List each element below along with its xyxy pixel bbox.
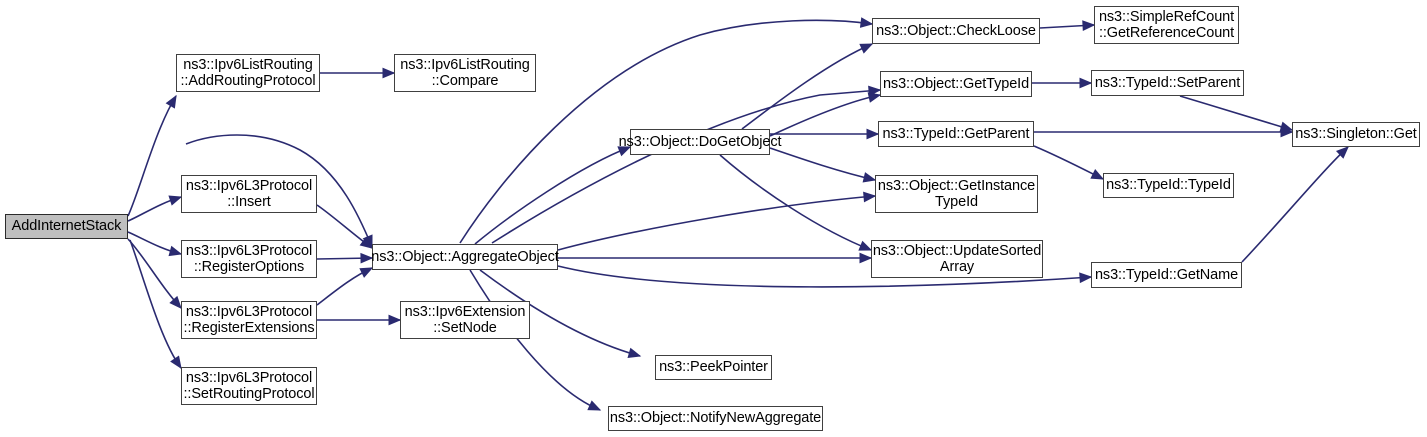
call-edge (1241, 146, 1349, 263)
call-edge-arrowhead (1279, 121, 1294, 132)
graph-node-getinstancetypeid[interactable]: ns3::Object::GetInstance TypeId (875, 175, 1038, 213)
call-edge-arrowhead (859, 17, 874, 28)
graph-node-label: ns3::Ipv6ListRouting ::Compare (400, 56, 530, 89)
graph-node-peekpointer[interactable]: ns3::PeekPointer (655, 355, 772, 380)
call-edge (185, 134, 373, 248)
call-edge-arrowhead (859, 252, 873, 264)
graph-node-label: ns3::Singleton::Get (1295, 126, 1417, 143)
graph-node-label: ns3::Object::CheckLoose (876, 22, 1036, 39)
graph-node-label: ns3::Object::GetTypeId (882, 75, 1030, 92)
call-edge-arrowhead (587, 400, 602, 411)
graph-node-notifynewaggregate[interactable]: ns3::Object::NotifyNewAggregate (608, 406, 823, 431)
call-edge-arrowhead (170, 355, 182, 370)
graph-node-label: ns3::Object::UpdateSorted Array (872, 242, 1042, 275)
call-edge-arrowhead (1335, 146, 1349, 159)
call-edge-arrowhead (617, 146, 632, 157)
graph-node-label: ns3::TypeId::SetParent (1094, 74, 1241, 91)
call-edge (459, 19, 873, 244)
graph-node-label: ns3::Ipv6Extension ::SetNode (404, 303, 526, 336)
call-edge-arrowhead (867, 92, 882, 103)
graph-node-label: ns3::Object::AggregateObject (371, 248, 559, 265)
graph-node-label: ns3::TypeId::TypeId (1106, 177, 1231, 194)
graph-node-registeroptions[interactable]: ns3::Ipv6L3Protocol ::RegisterOptions (181, 240, 317, 278)
call-edge (769, 147, 876, 181)
graph-node-getreferencecount[interactable]: ns3::SimpleRefCount ::GetReferenceCount (1094, 6, 1239, 44)
call-edge (491, 89, 881, 244)
graph-node-setnode[interactable]: ns3::Ipv6Extension ::SetNode (400, 301, 530, 339)
graph-node-singletonget[interactable]: ns3::Singleton::Get (1292, 122, 1420, 147)
graph-node-label: ns3::Object::DoGetObject (618, 133, 782, 150)
graph-node-label: ns3::Object::NotifyNewAggregate (609, 410, 822, 427)
graph-node-label: ns3::Ipv6ListRouting ::AddRoutingProtoco… (180, 56, 316, 89)
call-edge (557, 265, 1092, 288)
graph-node-compare[interactable]: ns3::Ipv6ListRouting ::Compare (394, 54, 536, 92)
graph-node-updatesortedarray[interactable]: ns3::Object::UpdateSorted Array (871, 240, 1043, 278)
call-edge-arrowhead (359, 267, 374, 278)
graph-node-addinternetstack[interactable]: AddInternetStack (5, 214, 128, 239)
graph-node-registerextensions[interactable]: ns3::Ipv6L3Protocol ::RegisterExtensions (181, 301, 317, 339)
call-edge (1179, 95, 1293, 131)
call-edge (741, 43, 873, 130)
call-edge-arrowhead (360, 252, 374, 264)
call-edge-arrowhead (169, 295, 182, 309)
graph-node-dogetobject[interactable]: ns3::Object::DoGetObject (619, 129, 782, 155)
graph-node-label: ns3::Ipv6L3Protocol ::SetRoutingProtocol (183, 369, 315, 402)
call-edge (719, 154, 872, 251)
call-edge-arrowhead (168, 195, 183, 206)
call-edge-arrowhead (862, 172, 877, 183)
graph-node-setparent[interactable]: ns3::TypeId::SetParent (1091, 70, 1244, 96)
call-edge-arrowhead (1082, 20, 1096, 31)
graph-node-getparent[interactable]: ns3::TypeId::GetParent (878, 121, 1034, 147)
call-edge-arrowhead (1090, 169, 1105, 180)
graph-node-setroutingprotocol[interactable]: ns3::Ipv6L3Protocol ::SetRoutingProtocol (181, 367, 317, 405)
call-edge-arrowhead (1079, 77, 1093, 89)
graph-node-label: ns3::Ipv6L3Protocol ::RegisterExtensions (183, 303, 315, 336)
graph-node-label: ns3::Object::GetInstance TypeId (877, 177, 1036, 210)
call-edge-arrowhead (1079, 272, 1093, 284)
graph-node-label: ns3::TypeId::GetParent (882, 125, 1030, 142)
call-edge-arrowhead (627, 347, 642, 359)
call-edge-arrowhead (866, 128, 880, 140)
call-edge-arrowhead (359, 236, 374, 249)
graph-node-insert[interactable]: ns3::Ipv6L3Protocol ::Insert (181, 175, 317, 213)
call-edge (474, 146, 631, 245)
call-edge-arrowhead (382, 67, 396, 79)
graph-node-label: ns3::TypeId::GetName (1094, 266, 1239, 283)
graph-node-label: ns3::Ipv6L3Protocol ::RegisterOptions (185, 242, 313, 275)
call-edge (469, 269, 601, 411)
graph-node-gettypeid[interactable]: ns3::Object::GetTypeId (880, 71, 1032, 97)
call-edge (769, 94, 881, 137)
call-edge-arrowhead (388, 314, 402, 326)
graph-node-addroutingprotocol[interactable]: ns3::Ipv6ListRouting ::AddRoutingProtoco… (176, 54, 320, 92)
graph-node-label: ns3::PeekPointer (659, 359, 768, 376)
graph-node-label: AddInternetStack (11, 218, 122, 235)
call-edge-arrowhead (863, 191, 877, 203)
call-edge-arrowhead (859, 43, 874, 54)
graph-node-typeidtypeid[interactable]: ns3::TypeId::TypeId (1103, 173, 1234, 198)
graph-node-label: ns3::SimpleRefCount ::GetReferenceCount (1098, 8, 1235, 41)
graph-node-checkloose[interactable]: ns3::Object::CheckLoose (872, 18, 1040, 44)
call-edge (127, 95, 177, 217)
graph-node-aggregateobject[interactable]: ns3::Object::AggregateObject (371, 244, 559, 270)
call-edge-arrowhead (165, 94, 177, 109)
graph-node-getname[interactable]: ns3::TypeId::GetName (1091, 262, 1242, 288)
call-edge (557, 195, 876, 251)
graph-node-label: ns3::Ipv6L3Protocol ::Insert (185, 177, 313, 210)
call-edge (479, 269, 641, 357)
call-edge (129, 239, 182, 369)
call-edge-arrowhead (168, 245, 183, 257)
call-edge-arrowhead (858, 240, 873, 251)
